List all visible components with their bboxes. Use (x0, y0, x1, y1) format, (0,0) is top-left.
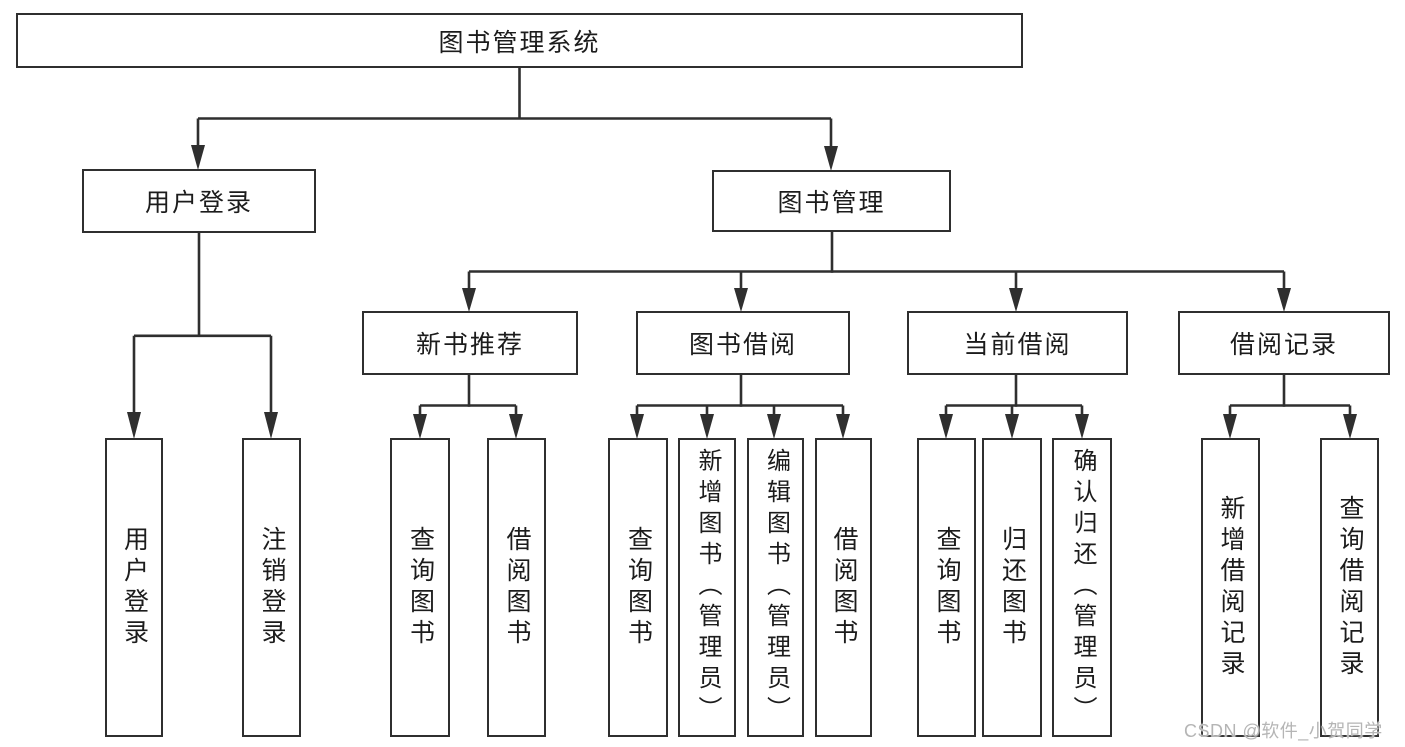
node-label: 当前借阅 (963, 331, 1072, 359)
leaf-label: 查询图书 (624, 525, 653, 650)
node-label: 图书借阅 (688, 331, 797, 359)
leaf-user-login: 用户登录 (105, 438, 163, 737)
leaf-label: 确认归还（管理员） (1069, 448, 1096, 727)
leaf-label: 归还图书 (998, 525, 1027, 650)
leaf-label: 借阅图书 (503, 525, 531, 650)
leaf-label: 查询图书 (933, 525, 961, 650)
leaf-query-borrow-record: 查询借阅记录 (1320, 438, 1379, 737)
node-user-login: 用户登录 (82, 169, 316, 233)
leaf-label: 用户登录 (120, 525, 149, 650)
leaf-label: 编辑图书（管理员） (762, 448, 790, 727)
node-label: 新书推荐 (415, 331, 524, 359)
leaf-label: 注销登录 (258, 525, 286, 650)
leaf-edit-books-admin: 编辑图书（管理员） (747, 438, 804, 737)
node-library-system: 图书管理系统 (16, 13, 1023, 68)
node-current-borrow: 当前借阅 (907, 311, 1128, 375)
node-label: 图书管理系统 (438, 28, 601, 57)
node-label: 借阅记录 (1229, 331, 1338, 359)
node-borrow-records: 借阅记录 (1178, 311, 1390, 375)
leaf-label: 新增借阅记录 (1217, 494, 1245, 681)
leaf-add-borrow-record: 新增借阅记录 (1201, 438, 1260, 737)
node-book-management: 图书管理 (712, 170, 951, 232)
leaf-borrow-books: 借阅图书 (487, 438, 546, 737)
leaf-logout: 注销登录 (242, 438, 301, 737)
leaf-label: 查询借阅记录 (1336, 494, 1364, 681)
leaf-query-books: 查询图书 (608, 438, 668, 737)
node-new-book-recommend: 新书推荐 (362, 311, 578, 375)
node-book-borrow: 图书借阅 (636, 311, 850, 375)
leaf-query-books: 查询图书 (917, 438, 976, 737)
leaf-confirm-return-admin: 确认归还（管理员） (1052, 438, 1112, 737)
node-label: 用户登录 (144, 189, 253, 217)
leaf-add-books-admin: 新增图书（管理员） (678, 438, 736, 737)
leaf-label: 查询图书 (406, 525, 435, 650)
leaf-label: 新增图书（管理员） (694, 448, 721, 727)
leaf-return-books: 归还图书 (982, 438, 1042, 737)
leaf-query-books: 查询图书 (390, 438, 450, 737)
leaf-label: 借阅图书 (830, 525, 858, 650)
csdn-watermark: CSDN @软件_小贺同学 (1184, 721, 1383, 741)
node-label: 图书管理 (777, 189, 886, 217)
leaf-borrow-books: 借阅图书 (815, 438, 872, 737)
